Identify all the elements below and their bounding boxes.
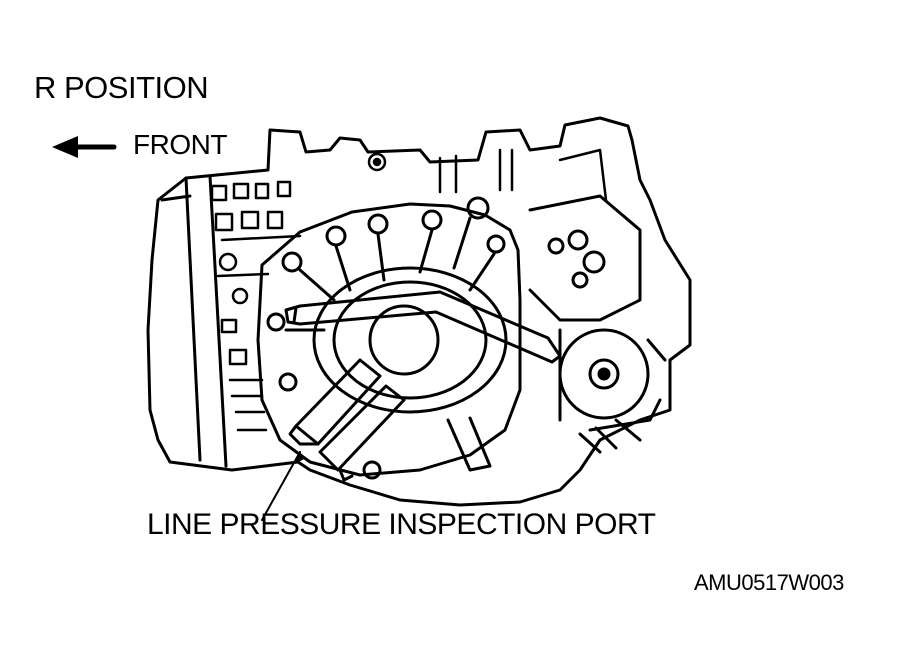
- converter-hub: [312, 266, 508, 414]
- figure-code: AMU0517W003: [694, 570, 844, 595]
- inspection-port-fitting: [288, 358, 492, 482]
- diagram-title: R POSITION: [34, 70, 209, 105]
- linkage-arm: [284, 290, 562, 364]
- inspection-port-callout: LINE PRESSURE INSPECTION PORT: [147, 508, 656, 541]
- top-bolt-bosses: [367, 148, 608, 202]
- transaxle-case-outline: [146, 116, 692, 507]
- housing-flange: [256, 196, 522, 477]
- front-arrow-icon: [52, 136, 117, 158]
- valve-body-details: [210, 180, 302, 432]
- callout-leader-line: [261, 451, 305, 521]
- front-direction-label: FRONT: [133, 129, 227, 160]
- output-shaft-housing: [528, 194, 667, 454]
